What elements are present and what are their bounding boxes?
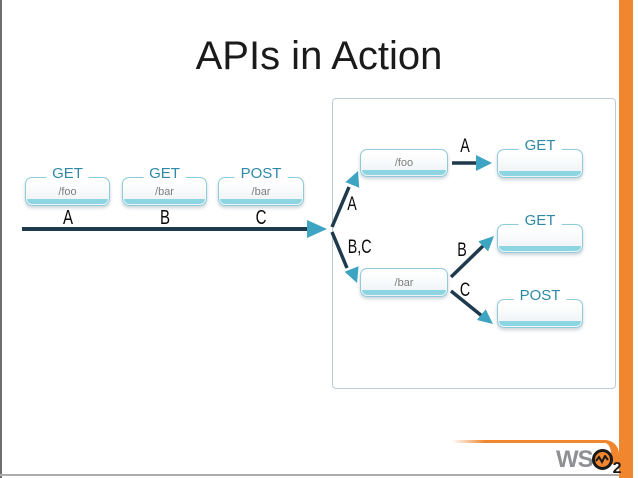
bottom-border-line <box>0 474 622 476</box>
footer-accent-line <box>452 440 604 443</box>
logo-ws-text: WS <box>556 446 594 473</box>
edge-label-route-c: C <box>459 280 471 301</box>
backend-box-get-foo: GET <box>497 138 583 178</box>
method-label: POST <box>513 288 567 304</box>
request-box-get-foo: GET /foo <box>25 166 110 206</box>
logo-o-icon <box>591 449 613 470</box>
path-label: /bar <box>394 276 414 289</box>
method-label: GET <box>46 166 89 182</box>
backend-box-post-bar: POST <box>497 288 583 328</box>
page-number: 2 <box>612 460 622 477</box>
resource-box-foo: /foo <box>360 149 448 177</box>
slide-title: APIs in Action <box>195 34 443 78</box>
path-label: /bar <box>251 186 271 198</box>
edge-label-inbound-bc: B,C <box>347 237 372 258</box>
right-accent-bar <box>619 0 633 478</box>
accent-elbow <box>598 440 619 464</box>
edge-label-route-a: A <box>460 136 470 157</box>
wso2-logo: WS 2 <box>556 446 622 477</box>
resource-box-bar: /bar <box>360 268 448 297</box>
method-label: GET <box>143 166 186 182</box>
backend-box-get-bar: GET <box>497 213 583 253</box>
method-label: GET <box>518 138 562 154</box>
method-label: GET <box>518 213 562 229</box>
request-letter-c: C <box>255 207 267 229</box>
request-letter-b: B <box>159 207 171 229</box>
request-box-post-bar: POST /bar <box>218 166 304 206</box>
path-label: /foo <box>58 186 77 198</box>
logo-wave-icon <box>595 455 609 464</box>
path-label: /foo <box>394 156 414 169</box>
left-border-line <box>0 0 2 478</box>
path-label: /bar <box>155 186 174 198</box>
request-box-get-bar: GET /bar <box>122 166 207 206</box>
edge-label-inbound-a: A <box>347 194 357 215</box>
request-letter-a: A <box>62 207 74 229</box>
edge-label-route-b: B <box>457 240 467 261</box>
method-label: POST <box>234 166 288 182</box>
